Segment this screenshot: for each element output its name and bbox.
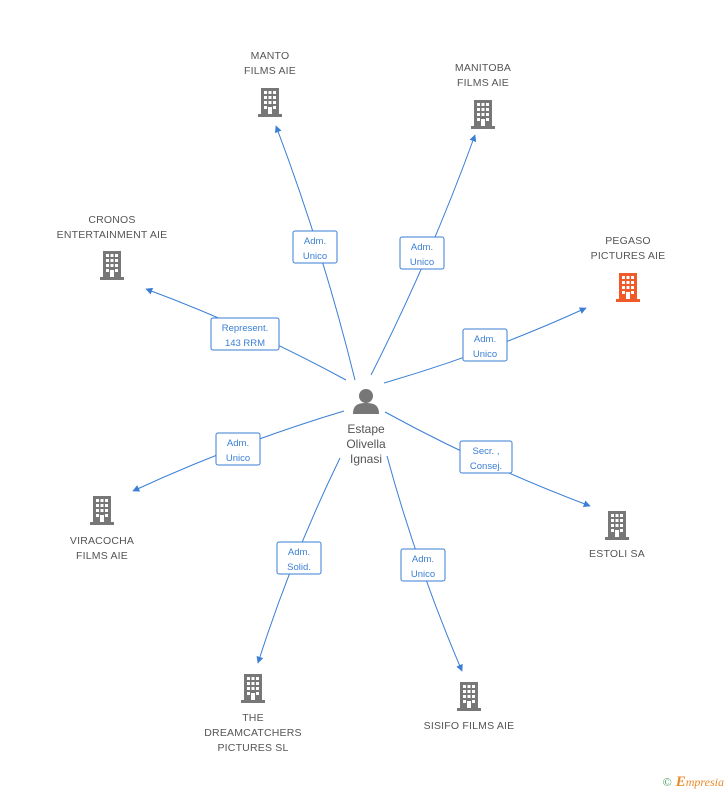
relation-text: Consej. bbox=[470, 461, 502, 472]
company-node-estoli[interactable]: ESTOLI SA bbox=[589, 511, 645, 560]
copyright-symbol: © bbox=[662, 775, 672, 789]
relation-text: Unico bbox=[410, 257, 434, 268]
relation-label-viracocha[interactable]: Adm. Unico bbox=[215, 432, 261, 466]
company-name-line: MANTO bbox=[251, 50, 290, 62]
company-node-viracocha[interactable]: VIRACOCHA FILMS AIE bbox=[70, 496, 134, 562]
relation-text: Unico bbox=[473, 349, 497, 360]
relation-text: Adm. bbox=[474, 334, 496, 345]
center-name-line-1: Estape bbox=[347, 422, 385, 436]
building-icon bbox=[100, 251, 124, 280]
center-name-line-2: Olivella bbox=[346, 437, 386, 451]
company-name-line: ENTERTAINMENT AIE bbox=[57, 229, 168, 241]
relation-text: Solid. bbox=[287, 562, 311, 573]
center-person[interactable]: Estape Olivella Ignasi bbox=[346, 389, 386, 466]
relation-label-cronos[interactable]: Represent. 143 RRM bbox=[210, 317, 280, 351]
building-icon bbox=[90, 496, 114, 525]
company-node-sisifo[interactable]: SISIFO FILMS AIE bbox=[424, 682, 515, 732]
company-name-line: THE bbox=[242, 712, 264, 724]
relation-text: Adm. bbox=[412, 554, 434, 565]
relation-text: 143 RRM bbox=[225, 338, 265, 349]
building-icon bbox=[471, 100, 495, 129]
company-name-line: CRONOS bbox=[88, 214, 135, 226]
relation-text: Secr. , bbox=[473, 446, 500, 457]
relation-text: Adm. bbox=[288, 547, 310, 558]
company-name-line: MANITOBA bbox=[455, 62, 511, 74]
relation-label-sisifo[interactable]: Adm. Unico bbox=[400, 548, 446, 582]
company-node-manto[interactable]: MANTO FILMS AIE bbox=[244, 50, 296, 117]
relation-text: Unico bbox=[411, 569, 435, 580]
company-name-line: FILMS AIE bbox=[76, 550, 128, 562]
company-name-line: SISIFO FILMS AIE bbox=[424, 720, 515, 732]
relation-text: Represent. bbox=[222, 323, 268, 334]
relation-label-pegaso[interactable]: Adm. Unico bbox=[462, 328, 508, 362]
relation-label-manitoba[interactable]: Adm. Unico bbox=[399, 236, 445, 270]
company-name-line: PEGASO bbox=[605, 235, 651, 247]
company-name-line: ESTOLI SA bbox=[589, 548, 645, 560]
brand-footer: ©Empresia bbox=[663, 774, 724, 791]
company-node-dreamcatchers[interactable]: THE DREAMCATCHERS PICTURES SL bbox=[204, 674, 302, 754]
company-name-line: PICTURES AIE bbox=[591, 250, 666, 262]
relation-label-manto[interactable]: Adm. Unico bbox=[292, 230, 338, 264]
building-icon bbox=[605, 511, 629, 540]
company-node-pegaso[interactable]: PEGASO PICTURES AIE bbox=[591, 235, 666, 302]
person-icon bbox=[353, 389, 379, 414]
company-name-line: VIRACOCHA bbox=[70, 535, 134, 547]
relation-label-dreamcatchers[interactable]: Adm. Solid. bbox=[276, 541, 322, 575]
relation-text: Adm. bbox=[411, 242, 433, 253]
building-icon bbox=[457, 682, 481, 711]
brand-name: mpresia bbox=[685, 775, 724, 789]
relation-text: Unico bbox=[226, 453, 250, 464]
relation-text: Adm. bbox=[304, 236, 326, 247]
building-icon bbox=[616, 273, 640, 302]
company-name-line: FILMS AIE bbox=[457, 77, 509, 89]
relation-label-estoli[interactable]: Secr. , Consej. bbox=[459, 440, 513, 474]
company-name-line: FILMS AIE bbox=[244, 65, 296, 77]
relation-text: Adm. bbox=[227, 438, 249, 449]
company-node-cronos[interactable]: CRONOS ENTERTAINMENT AIE bbox=[57, 214, 168, 280]
company-name-line: DREAMCATCHERS bbox=[204, 727, 302, 739]
building-icon bbox=[258, 88, 282, 117]
brand-initial: E bbox=[675, 774, 686, 790]
company-node-manitoba[interactable]: MANITOBA FILMS AIE bbox=[455, 62, 511, 129]
center-name-line-3: Ignasi bbox=[350, 452, 382, 466]
relation-text: Unico bbox=[303, 251, 327, 262]
company-name-line: PICTURES SL bbox=[217, 742, 288, 754]
building-icon bbox=[241, 674, 265, 703]
